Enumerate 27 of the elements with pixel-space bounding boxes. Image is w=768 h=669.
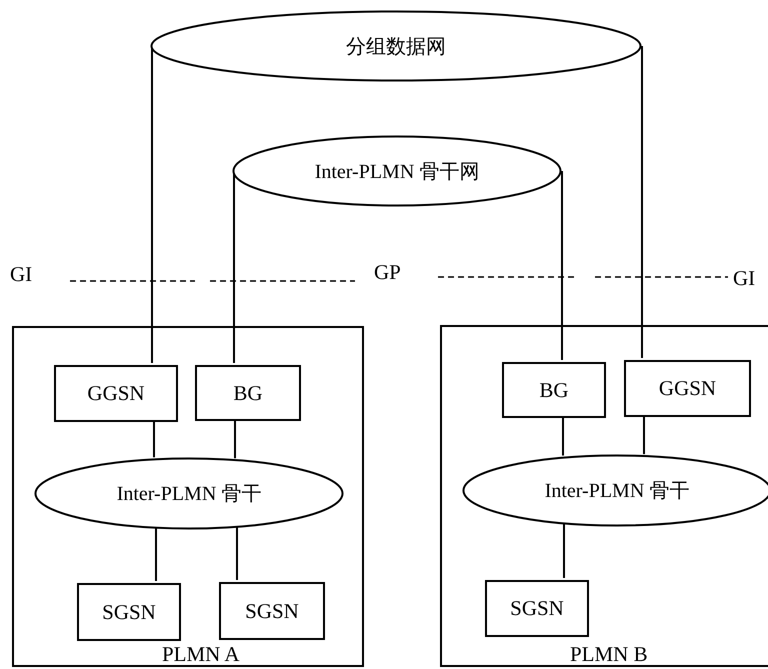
network-boundary-box [440,325,768,667]
node-box: SGSN [485,580,589,637]
node-box: BG [195,365,301,421]
connector-line [153,420,155,458]
node-box: SGSN [77,583,181,641]
interface-label: GI [733,268,756,289]
connector-line [641,46,643,358]
network-ellipse: Inter-PLMN 骨干 [34,457,344,530]
connector-line [643,415,645,454]
connector-line [233,174,235,363]
connector-line [561,171,563,360]
connector-line [155,526,157,581]
network-ellipse: Inter-PLMN 骨干网 [232,135,562,207]
connector-line [234,419,236,458]
network-label: PLMN A [162,644,240,665]
node-box: SGSN [219,582,325,640]
connector-line [563,522,565,578]
network-label: PLMN B [570,644,648,665]
network-boundary-box [12,326,364,667]
connector-line [562,416,564,456]
node-box: BG [502,362,606,418]
interface-label: GP [374,262,401,283]
interface-label: GI [10,264,32,285]
connector-line [151,48,153,363]
node-box: GGSN [624,360,751,417]
network-ellipse: 分组数据网 [150,10,642,82]
node-box: GGSN [54,365,178,422]
